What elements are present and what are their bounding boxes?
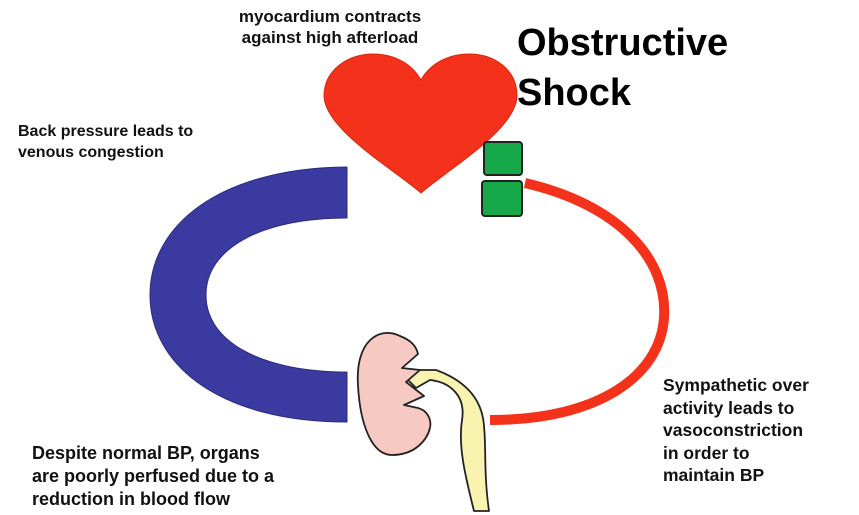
title-line-2: Shock: [517, 68, 728, 118]
diagram-title: Obstructive Shock: [517, 18, 728, 118]
myocardium-label: myocardium contracts against high afterl…: [180, 6, 480, 48]
kidney-icon: [358, 333, 431, 455]
sympathetic-label: Sympathetic over activity leads to vasoc…: [663, 374, 859, 487]
back-pressure-label: Back pressure leads to venous congestion: [18, 121, 278, 163]
perfusion-label: Despite normal BP, organs are poorly per…: [32, 442, 362, 511]
title-line-1: Obstructive: [517, 18, 728, 68]
arterial-arc: [490, 183, 664, 420]
venous-return-arc: [150, 167, 347, 422]
obstruction-icon: [482, 142, 522, 216]
